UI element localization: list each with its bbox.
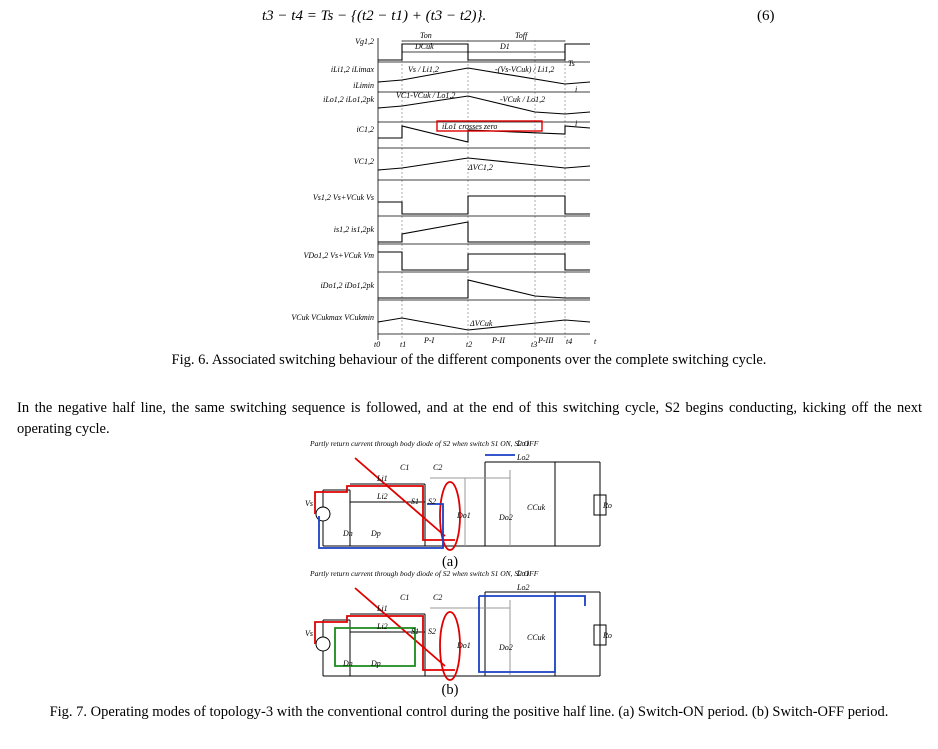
fig7a-c1: C1 (400, 463, 409, 472)
fig7a-do1: Do1 (456, 511, 471, 520)
ylabel-4: iC1,2 (356, 125, 374, 134)
ylabel-8: VDo1,2 Vs+VCuk Vm (304, 251, 375, 260)
fig7b-circuit: Partly return current through body diode… (305, 569, 612, 681)
fig7a-lo1: Lo1 (516, 439, 529, 448)
ylabel-3: iLo1,2 iLo1,2pk (323, 95, 374, 104)
equation: t3 − t4 = Ts − {(t2 − t1) + (t3 − t2)}. (262, 8, 487, 24)
fig7a-s2: S2 (428, 497, 436, 506)
label-ts: Ts (568, 59, 575, 68)
fig7b-lo2: Lo2 (516, 583, 529, 592)
fig7b-ro: Ro (602, 631, 612, 640)
time-t3: t3 (531, 340, 537, 349)
equation-number: (6) (757, 8, 775, 24)
fig7a-sublabel: (a) (441, 554, 459, 570)
fig7a-lo2: Lo2 (516, 453, 529, 462)
fig6-caption: Fig. 6. Associated switching behaviour o… (171, 352, 767, 368)
fig7b-dn: Dn (342, 659, 353, 668)
phase-p1: P-I (423, 336, 435, 345)
fig7a-dp: Dp (370, 529, 381, 538)
ylabel-0: Vg1,2 (355, 37, 374, 46)
label-ton: Ton (420, 31, 432, 40)
time-t: t (594, 337, 597, 346)
label-toff: Toff (515, 31, 529, 40)
fig7-caption: Fig. 7. Operating modes of topology-3 wi… (49, 704, 889, 720)
annotation-dvcuk: ΔVCuk (469, 319, 493, 328)
fig7b-do2: Do2 (498, 643, 513, 652)
ylabel-1: iLi1,2 iLimax (331, 65, 375, 74)
fig7a-li2: Li2 (376, 492, 388, 501)
fig7a-c2: C2 (433, 463, 442, 472)
ylabel-7: is1,2 is1,2pk (334, 225, 375, 234)
annotation-i2: i (575, 119, 577, 128)
annotation-dvc: ΔVC1,2 (467, 163, 493, 172)
fig7b-sublabel: (b) (441, 682, 459, 698)
fig7b-c2: C2 (433, 593, 442, 602)
fig7b-dp: Dp (370, 659, 381, 668)
fig7a-ro: Ro (602, 501, 612, 510)
annotation-slope3: VC1-VCuk / Lo1,2 (396, 91, 455, 100)
fig7a-dn: Dn (342, 529, 353, 538)
ylabel-2: iLimin (353, 81, 374, 90)
fig6-waveforms: Ton Toff DCuk D1 Ts (291, 31, 597, 349)
ylabel-9: iDo1,2 iDo1,2pk (320, 281, 374, 290)
fig7b-do1: Do1 (456, 641, 471, 650)
time-t1: t1 (400, 340, 406, 349)
fig7a-note: Partly return current through body diode… (309, 439, 539, 448)
ylabel-5: VC1,2 (354, 157, 374, 166)
fig7a-li1: Li1 (376, 474, 388, 483)
fig7b-vs: Vs (305, 629, 313, 638)
ylabel-10: VCuk VCukmax VCukmin (291, 313, 374, 322)
label-dcuk: DCuk (414, 42, 434, 51)
fig7b-li2: Li2 (376, 622, 388, 631)
annotation-cross: iLo1 crosses zero (442, 122, 497, 131)
time-t2: t2 (466, 340, 472, 349)
fig7a-vs: Vs (305, 499, 313, 508)
body-paragraph: In the negative half line, the same swit… (17, 400, 922, 437)
fig7a-ccuk: CCuk (527, 503, 546, 512)
annotation-slope2: -(Vs-VCuk) / Li1,2 (495, 65, 554, 74)
fig7b-s1: S1 (411, 627, 419, 636)
fig7b-li1: Li1 (376, 604, 388, 613)
annotation-i1: i (575, 85, 577, 94)
phase-p2: P-II (491, 336, 505, 345)
fig7a-circuit: Partly return current through body diode… (305, 439, 612, 551)
fig7b-ccuk: CCuk (527, 633, 546, 642)
annotation-slope1: Vs / Li1,2 (408, 65, 439, 74)
annotation-slope4: -VCuk / Lo1,2 (500, 95, 545, 104)
fig7a-s1: S1 (411, 497, 419, 506)
ylabel-6: Vs1,2 Vs+VCuk Vs (313, 193, 374, 202)
fig7b-note: Partly return current through body diode… (309, 569, 539, 578)
fig7b-s2: S2 (428, 627, 436, 636)
fig7b-c1: C1 (400, 593, 409, 602)
time-t4: t4 (566, 337, 572, 346)
time-t0: t0 (374, 340, 380, 349)
phase-p3: P-III (537, 336, 554, 345)
fig7b-lo1: Lo1 (516, 569, 529, 578)
fig7a-do2: Do2 (498, 513, 513, 522)
label-d1: D1 (499, 42, 510, 51)
